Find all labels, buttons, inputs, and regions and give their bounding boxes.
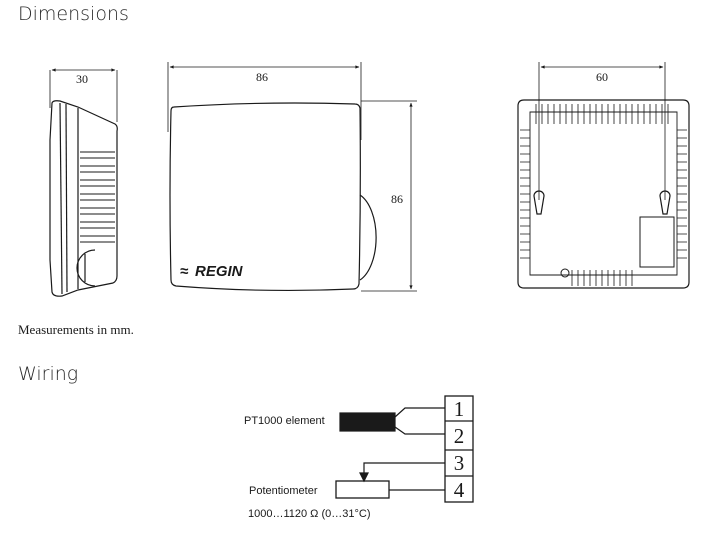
back-bottom-slots bbox=[571, 270, 633, 286]
back-view bbox=[517, 62, 690, 289]
side-depth-label: 30 bbox=[76, 72, 88, 86]
front-width-label: 86 bbox=[256, 70, 268, 84]
back-top-slots bbox=[535, 104, 669, 124]
regin-logo-mark: ≈ bbox=[180, 263, 189, 280]
pt1000-cable bbox=[339, 412, 396, 432]
pt1000-label: PT1000 element bbox=[244, 415, 325, 427]
terminal-3: 3 bbox=[454, 451, 465, 475]
terminal-2: 2 bbox=[454, 424, 465, 448]
dimensions-heading: Dimensions bbox=[18, 3, 129, 25]
back-hole-spacing-label: 60 bbox=[596, 70, 608, 84]
mounting-hole-right bbox=[659, 190, 671, 215]
back-right-slots bbox=[677, 129, 687, 259]
terminal-1: 1 bbox=[454, 397, 465, 421]
wiring-diagram bbox=[335, 395, 474, 503]
front-view bbox=[167, 62, 417, 292]
side-view bbox=[49, 68, 118, 297]
potentiometer-range-label: 1000…1120 Ω (0…31°C) bbox=[248, 508, 370, 520]
mounting-hole-left bbox=[533, 190, 545, 215]
measurements-note: Measurements in mm. bbox=[18, 322, 134, 337]
terminal-4: 4 bbox=[454, 478, 465, 502]
back-left-slots bbox=[520, 129, 530, 259]
wiring-heading: Wiring bbox=[18, 363, 79, 385]
potentiometer-label: Potentiometer bbox=[249, 485, 318, 497]
regin-logo: REGIN bbox=[195, 263, 244, 280]
potentiometer-symbol bbox=[335, 480, 390, 499]
front-height-label: 86 bbox=[391, 192, 403, 206]
side-vent-fins bbox=[80, 151, 115, 243]
